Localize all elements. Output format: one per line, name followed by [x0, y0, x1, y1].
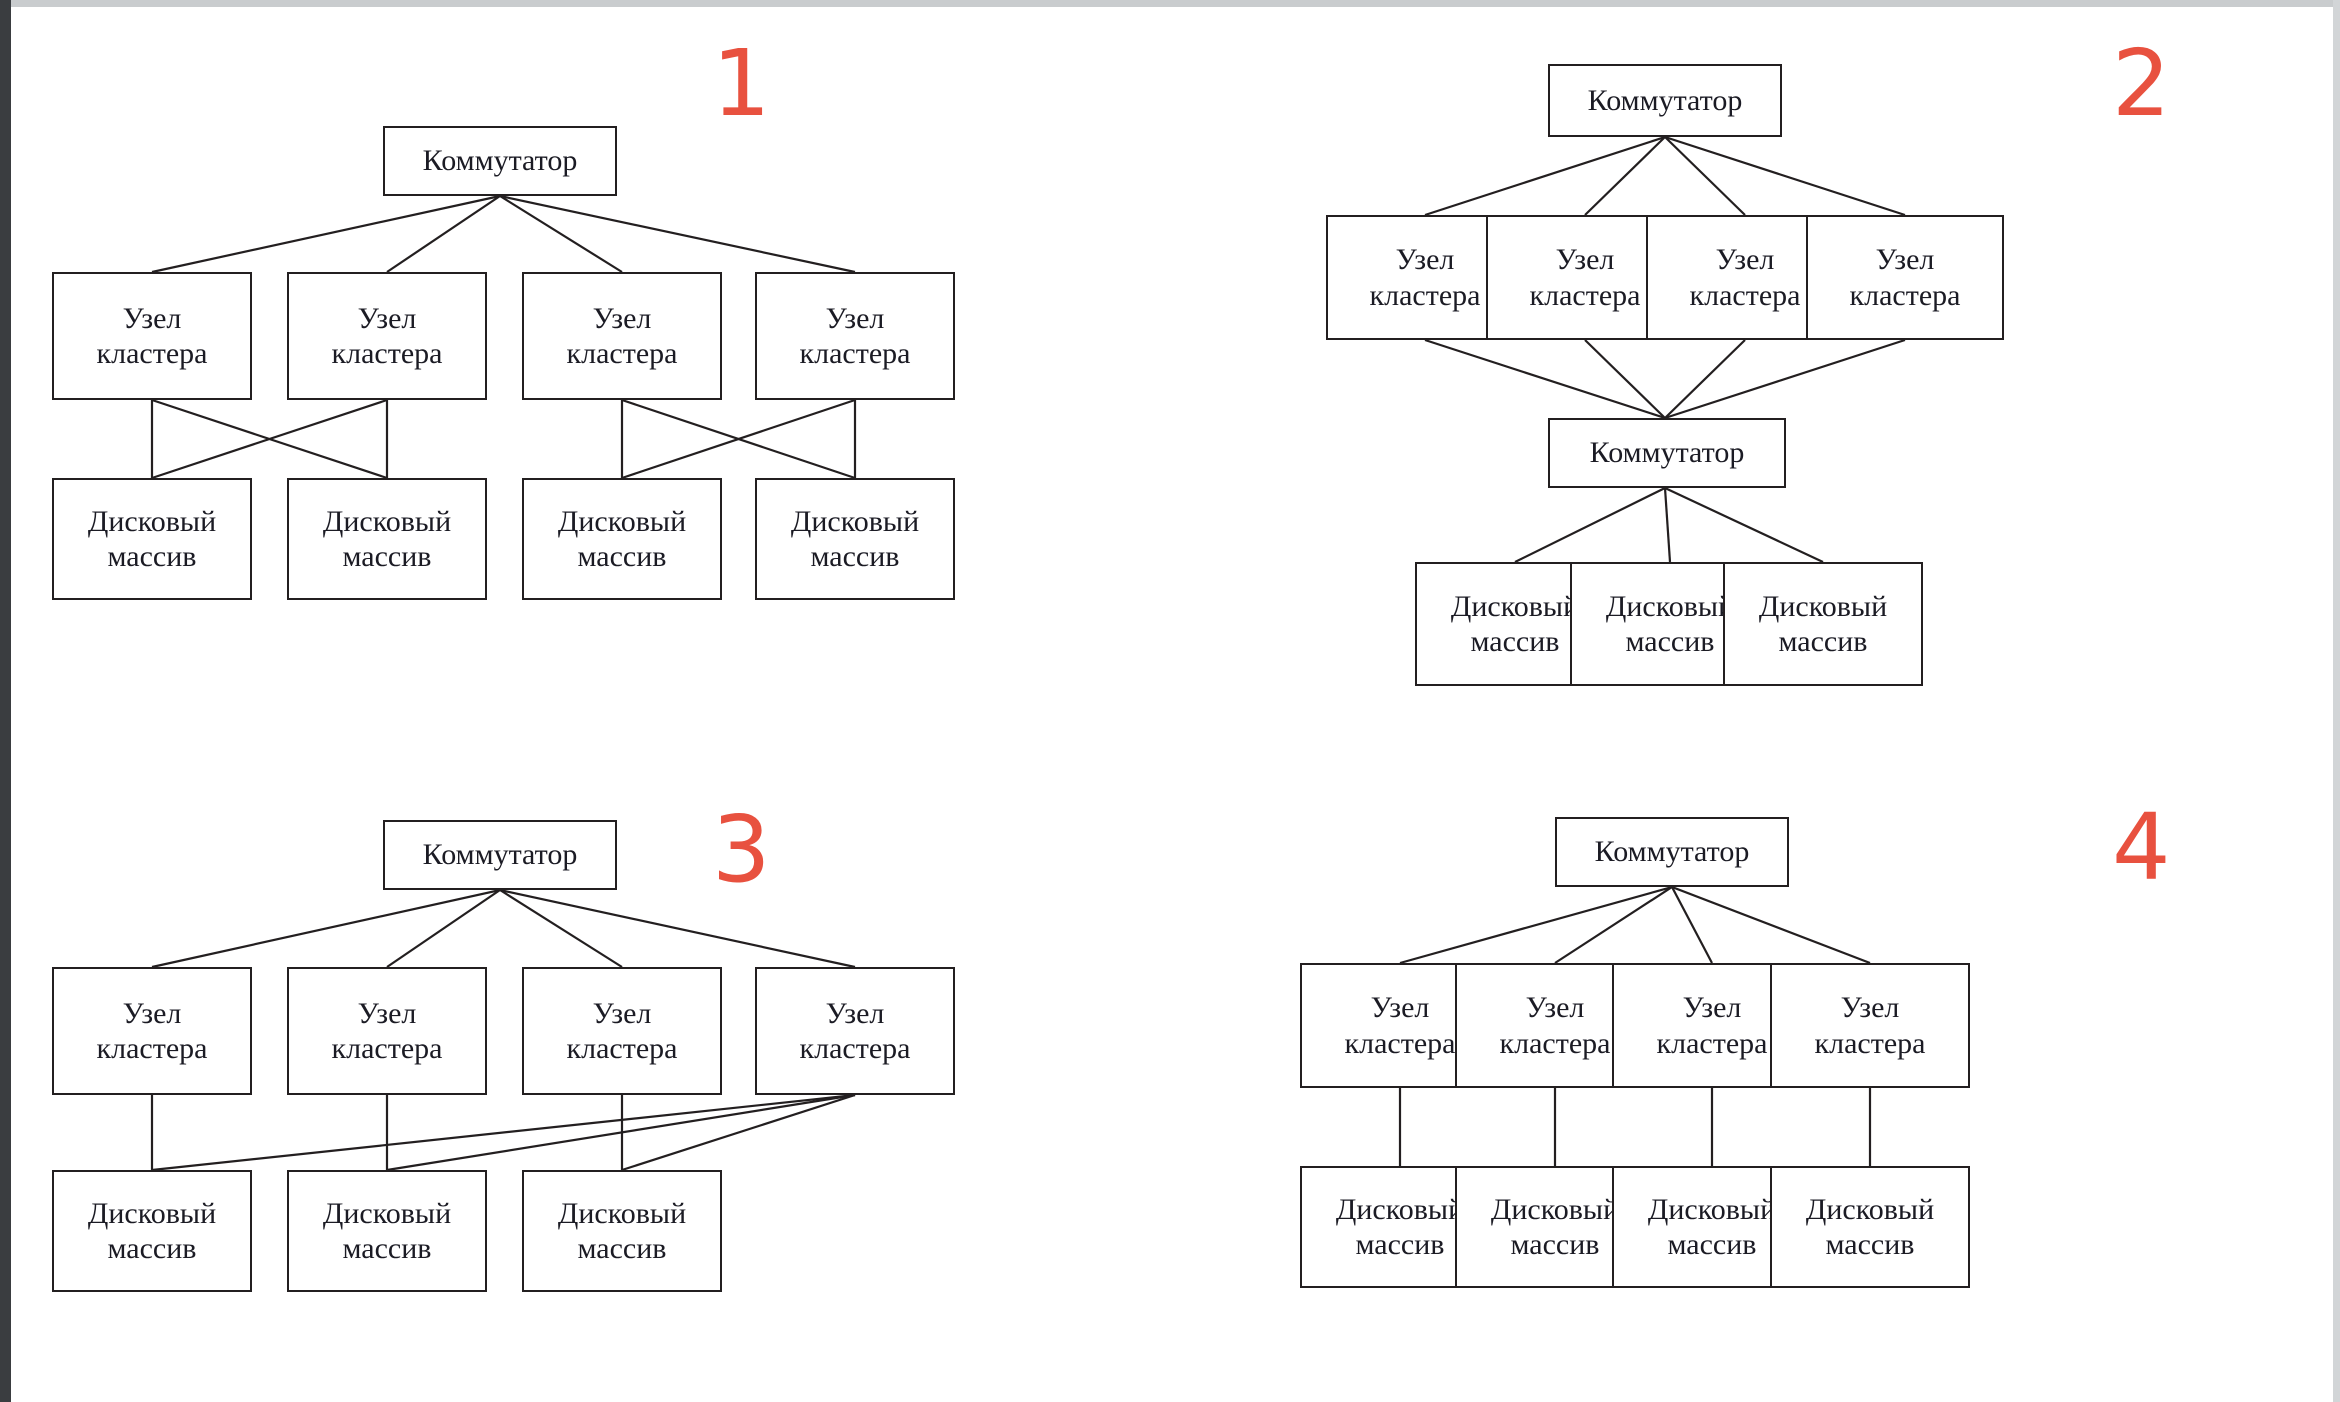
link-node1-switch2: [1424, 338, 1666, 420]
link-node3-switch2: [1664, 339, 1746, 419]
diagram-1-disk-3[interactable]: Дисковый массив: [522, 478, 722, 600]
diagram-3-disk-1[interactable]: Дисковый массив: [52, 1170, 252, 1292]
diagram-1-switch[interactable]: Коммутатор: [383, 126, 617, 196]
diagram-2-node-4[interactable]: Узел кластера: [1806, 215, 2004, 340]
link-switch-node-2: [386, 195, 501, 273]
link-node4-disk2: [386, 1093, 856, 1172]
link-switch2-disk-1: [1514, 487, 1666, 563]
diagram-4-links: [1398, 885, 1872, 1166]
diagram-2-switch-bottom[interactable]: Коммутатор: [1548, 418, 1786, 488]
diagram-1-disk-4[interactable]: Дисковый массив: [755, 478, 955, 600]
link-switch-node-4: [499, 194, 856, 274]
diagram-3-node-1[interactable]: Узел кластера: [52, 967, 252, 1095]
diagram-3-disk-2[interactable]: Дисковый массив: [287, 1170, 487, 1292]
link-switch2-disk-2: [1663, 487, 1672, 563]
link-node2-disk1: [151, 398, 388, 480]
link-switch-node-1: [151, 888, 501, 969]
link-switch1-node-4: [1664, 135, 1906, 217]
diagram-1-node-2[interactable]: Узел кластера: [287, 272, 487, 400]
link-switch-node-3: [499, 889, 623, 968]
diagram-2: 2 Коммутатор Узел кластера Узел кластера…: [1250, 0, 2340, 720]
diagram-2-switch-top[interactable]: Коммутатор: [1548, 64, 1782, 137]
link-switch1-node-2: [1584, 136, 1666, 216]
diagram-1-node-3[interactable]: Узел кластера: [522, 272, 722, 400]
link-node4-disk3: [621, 398, 856, 480]
link-node4-switch2: [1664, 338, 1906, 420]
diagram-3-links: [150, 888, 856, 1172]
diagram-3: 3 Коммутатор Узел кластера Узел кластера…: [0, 770, 955, 1390]
diagram-4: 4 Коммутатор Узел кластера Узел кластера…: [1250, 770, 2340, 1390]
link-switch-node-4: [499, 888, 856, 969]
link-switch-node-3: [1671, 886, 1713, 964]
link-switch-node-2: [386, 889, 501, 968]
diagram-1-node-4[interactable]: Узел кластера: [755, 272, 955, 400]
diagram-2-links: [1424, 135, 1906, 563]
diagram-1: 1 Коммутатор Узел кластера Узел кластера…: [0, 0, 955, 620]
link-switch-node-4: [1671, 885, 1871, 965]
diagram-1-disk-2[interactable]: Дисковый массив: [287, 478, 487, 600]
diagram-3-numeral: 3: [712, 796, 771, 903]
diagram-1-disk-1[interactable]: Дисковый массив: [52, 478, 252, 600]
diagram-1-numeral: 1: [712, 30, 771, 137]
link-switch2-disk-3: [1664, 487, 1824, 563]
diagram-4-node-4[interactable]: Узел кластера: [1770, 963, 1970, 1088]
link-switch1-node-3: [1664, 136, 1746, 216]
diagram-4-switch[interactable]: Коммутатор: [1555, 817, 1789, 887]
link-node2-switch2: [1584, 339, 1666, 419]
diagram-1-node-1[interactable]: Узел кластера: [52, 272, 252, 400]
diagram-3-node-4[interactable]: Узел кластера: [755, 967, 955, 1095]
diagram-4-disk-4[interactable]: Дисковый массив: [1770, 1166, 1970, 1288]
slide-left-edge: [0, 0, 11, 1402]
slide-top-edge: [0, 0, 2340, 7]
link-switch-node-2: [1554, 886, 1673, 964]
diagram-3-node-3[interactable]: Узел кластера: [522, 967, 722, 1095]
link-switch-node-1: [151, 194, 501, 274]
link-switch1-node-1: [1424, 135, 1666, 217]
diagram-2-disk-3[interactable]: Дисковый массив: [1723, 562, 1923, 686]
diagram-4-numeral: 4: [2112, 794, 2171, 901]
diagram-3-disk-3[interactable]: Дисковый массив: [522, 1170, 722, 1292]
link-node4-disk3: [621, 1093, 856, 1172]
diagram-3-switch[interactable]: Коммутатор: [383, 820, 617, 890]
diagram-2-numeral: 2: [2112, 30, 2171, 137]
link-switch-node-1: [1399, 885, 1673, 965]
diagram-1-links: [150, 194, 857, 480]
link-switch-node-3: [499, 195, 623, 273]
diagram-3-node-2[interactable]: Узел кластера: [287, 967, 487, 1095]
link-node4-disk1: [151, 1093, 856, 1172]
slide-right-edge: [2333, 0, 2340, 1402]
